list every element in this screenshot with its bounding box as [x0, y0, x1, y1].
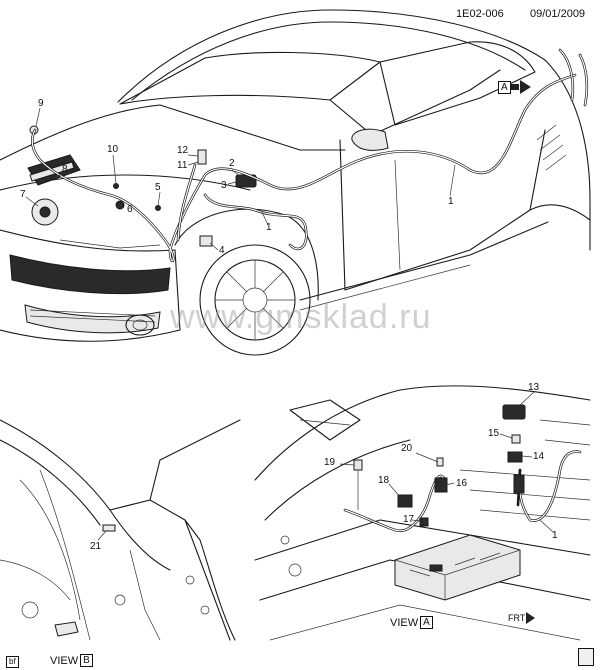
- callout-7: 7: [20, 189, 26, 200]
- callout-1-harness-trunk: 1: [552, 530, 558, 541]
- diagram-date: 09/01/2009: [530, 8, 586, 20]
- view-b-caption: VIEW B: [50, 654, 93, 667]
- callout-5: 5: [155, 182, 161, 193]
- callout-4: 4: [219, 245, 225, 256]
- callout-10: 10: [107, 144, 119, 155]
- view-b-letter: B: [80, 654, 93, 667]
- view-b-prefix: VIEW: [50, 654, 79, 667]
- view-a-letter: A: [420, 616, 433, 629]
- callout-17: 17: [403, 514, 415, 525]
- callout-13: 13: [528, 382, 540, 393]
- corner-tag: bf: [6, 656, 19, 668]
- callout-18: 18: [378, 475, 390, 486]
- view-a-prefix: VIEW: [390, 616, 419, 629]
- callout-1-harness-door: 1: [448, 196, 454, 207]
- callout-20: 20: [401, 443, 413, 454]
- callout-6: 6: [127, 204, 133, 215]
- watermark-text: www.gmsklad.ru: [170, 298, 432, 336]
- corner-icon: [578, 648, 594, 666]
- leader-lines-top: [25, 107, 456, 251]
- callout-11: 11: [177, 160, 188, 171]
- view-ref-a-label: A: [498, 80, 511, 94]
- callout-14: 14: [533, 451, 545, 462]
- main-harness-top: [30, 48, 589, 263]
- diagram-code: 1E02-006: [456, 8, 504, 20]
- arrow-stem: [510, 84, 519, 90]
- callout-19: 19: [324, 457, 336, 468]
- front-direction-indicator: FRT: [508, 612, 536, 624]
- callout-8: 8: [62, 164, 68, 175]
- callout-12: 12: [177, 145, 189, 156]
- front-arrow-icon: [526, 612, 536, 624]
- callout-9: 9: [38, 98, 44, 109]
- car-body: [0, 9, 591, 356]
- right-arrow-icon: [519, 80, 531, 94]
- callout-2: 2: [229, 158, 235, 169]
- callout-1-harness-bay: 1: [266, 222, 272, 233]
- view-a-reference-arrow: A: [498, 80, 531, 94]
- callout-3: 3: [221, 180, 227, 191]
- view-a-caption: VIEW A: [390, 616, 433, 629]
- view-b-illustration: [0, 419, 241, 641]
- callout-16: 16: [456, 478, 468, 489]
- callout-21: 21: [90, 541, 102, 552]
- frt-label: FRT: [508, 613, 526, 623]
- callout-15: 15: [488, 428, 500, 439]
- view-a-illustration: [254, 385, 591, 641]
